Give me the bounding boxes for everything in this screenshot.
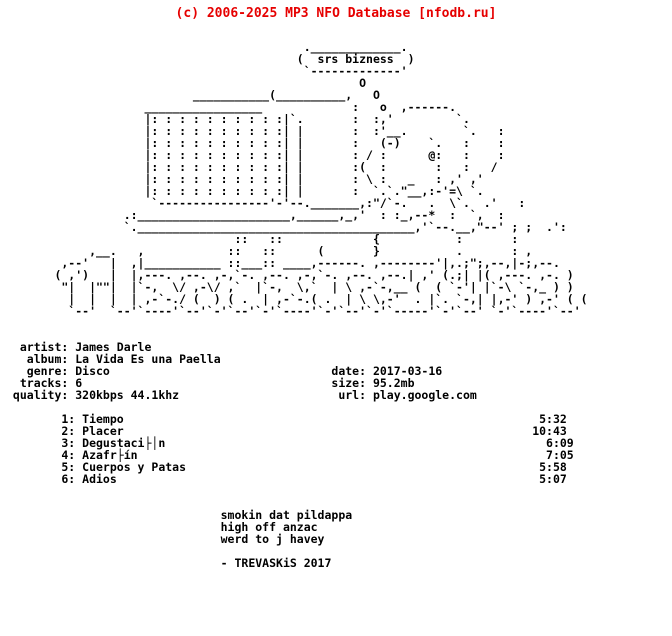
copyright-banner: (c) 2006-2025 MP3 NFO Database [nfodb.ru… bbox=[175, 6, 497, 21]
nfo-ascii-content: ._____________. ( srs bizness ) `-------… bbox=[12, 40, 588, 570]
